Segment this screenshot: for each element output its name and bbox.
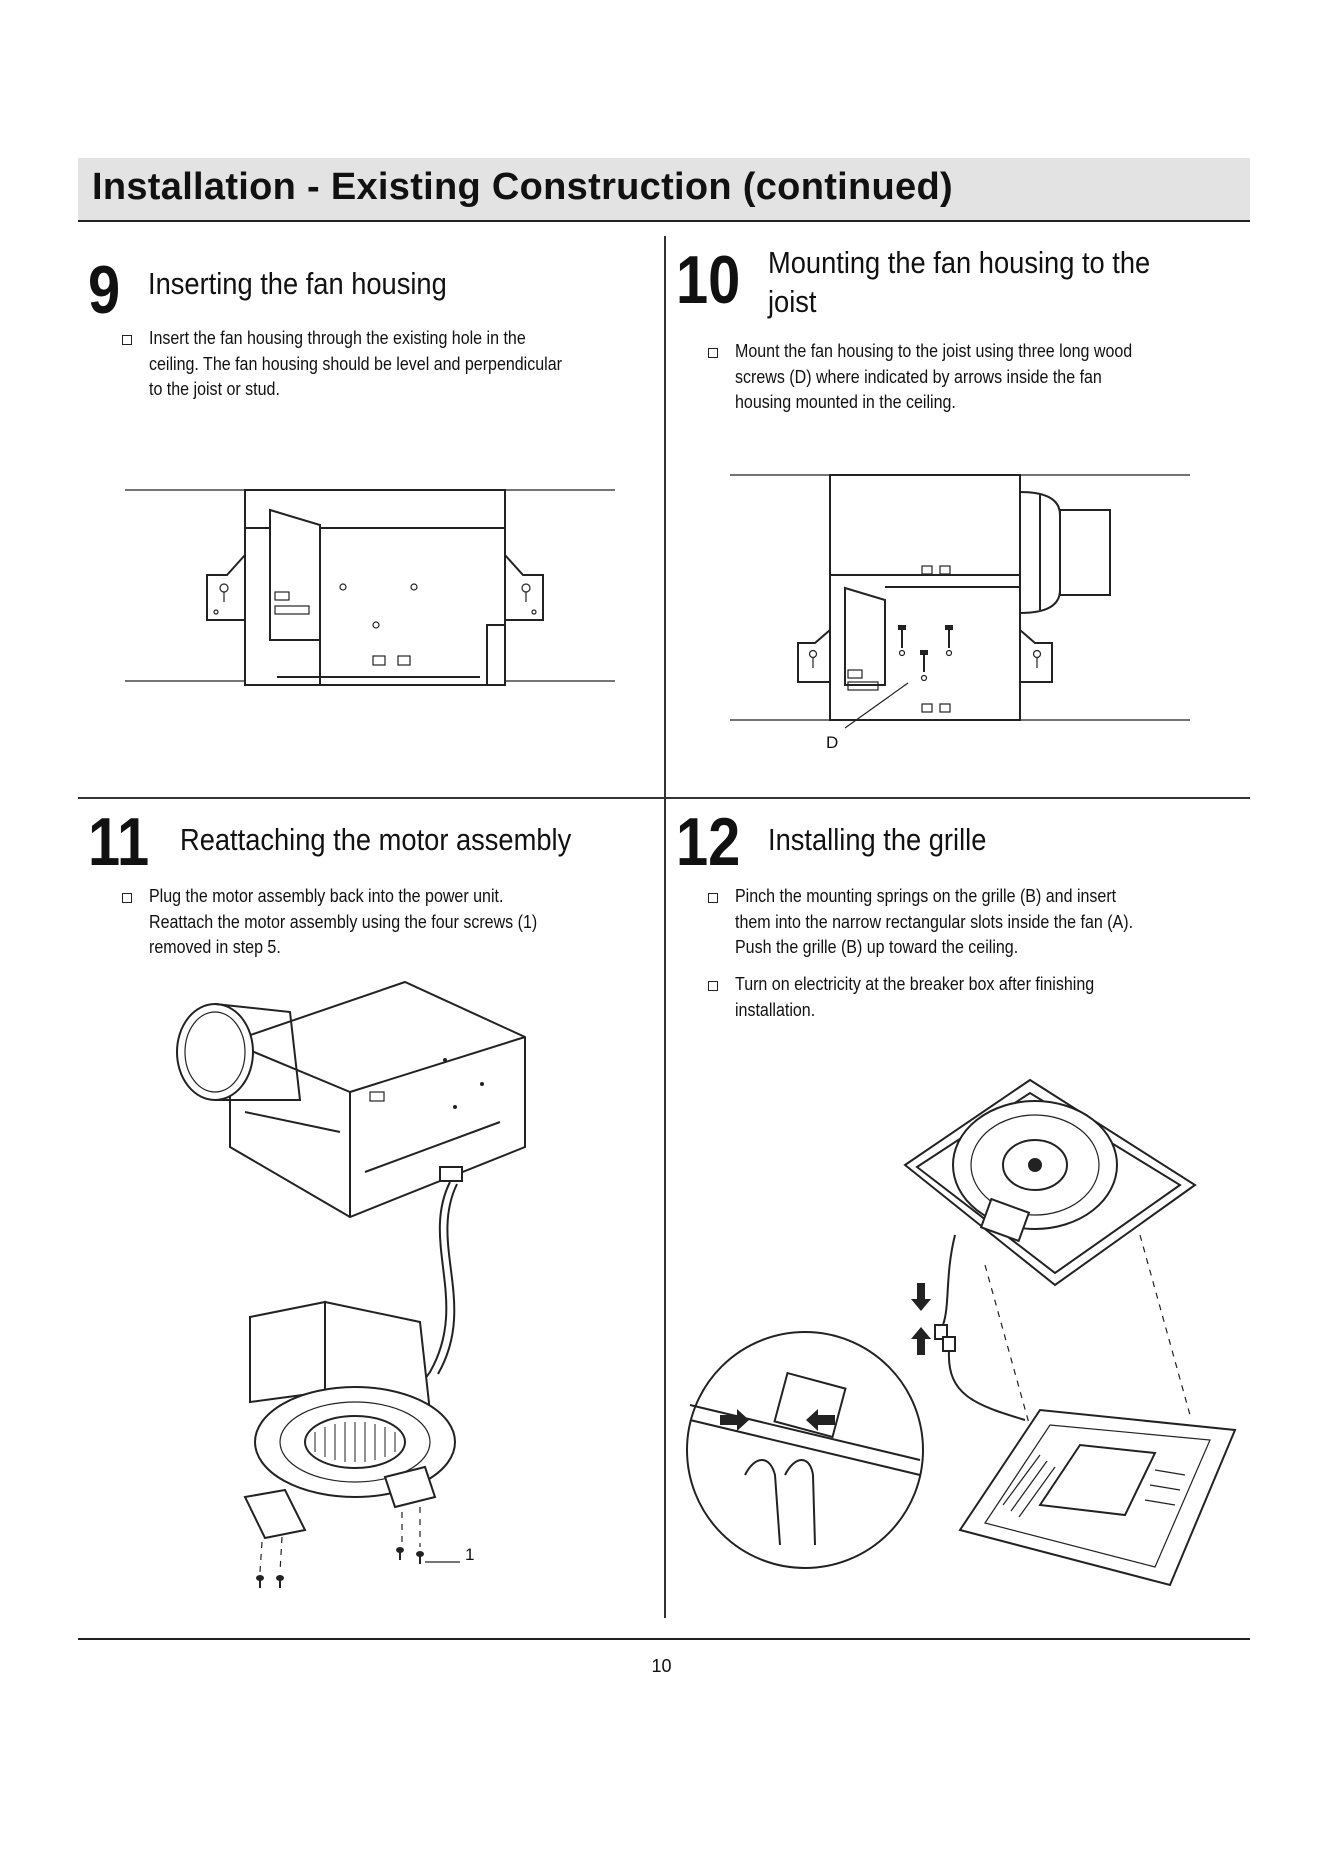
bullet-line: Reattach the motor assembly using the fo… (149, 911, 538, 932)
checkbox-icon (122, 335, 132, 345)
bullet-line: Mount the fan housing to the joist using… (735, 341, 1133, 361)
section-header: Installation - Existing Construction (co… (78, 158, 1250, 222)
arrow-up-icon (911, 1327, 931, 1355)
step-11-number: 11 (88, 804, 150, 880)
fan-housing-in-ceiling-illustration (125, 489, 615, 686)
step-10-title: Mounting the fan housing to the joist (768, 244, 1150, 322)
bullet-line: to the joist or stud. (149, 379, 280, 399)
step-9-number: 9 (88, 252, 121, 328)
checkbox-icon (708, 348, 718, 358)
checkbox-icon (122, 893, 132, 903)
grille-install-illustration (686, 1078, 1237, 1587)
bullet-line: Plug the motor assembly back into the po… (149, 886, 504, 906)
fan-housing-screwed-to-joist-illustration: D (730, 474, 1190, 752)
bullet-line: housing mounted in the ceiling. (735, 392, 956, 412)
motor-assembly-reattach-illustration: 1 (176, 980, 526, 1588)
step-11-title: Reattaching the motor assembly (180, 822, 572, 857)
screw-icon (920, 650, 928, 672)
screw-icon (276, 1575, 284, 1588)
label-1: 1 (465, 1545, 474, 1564)
screw-icon (945, 625, 953, 648)
column-divider (664, 236, 666, 1618)
step-12-number: 12 (676, 804, 741, 880)
bullet-line: Insert the fan housing through the exist… (149, 328, 526, 348)
label-d: D (826, 733, 838, 752)
bullet-line: Turn on electricity at the breaker box a… (735, 974, 1095, 994)
bullet-line: ceiling. The fan housing should be level… (149, 353, 562, 374)
bullet-line: screws (D) where indicated by arrows ins… (735, 366, 1102, 387)
screw-icon (416, 1551, 424, 1564)
checkbox-icon (708, 893, 718, 903)
screw-icon (256, 1575, 264, 1588)
bullet-line: Push the grille (B) up toward the ceilin… (735, 937, 1019, 957)
title-line: Mounting the fan housing to the (768, 245, 1151, 280)
arrow-left-icon (806, 1409, 835, 1431)
bullet-line: removed in step 5. (149, 937, 281, 957)
row-divider (78, 797, 1250, 799)
checkbox-icon (708, 981, 718, 991)
bullet-line: installation. (735, 999, 816, 1020)
step-9-title: Inserting the fan housing (148, 266, 447, 301)
step-10-number: 10 (676, 242, 741, 318)
page-number: 10 (651, 1656, 672, 1676)
footer-rule (78, 1638, 1250, 1640)
arrow-right-icon (720, 1409, 749, 1431)
arrow-down-icon (911, 1283, 931, 1311)
bullet-line: Pinch the mounting springs on the grille… (735, 886, 1117, 906)
page-title: Installation - Existing Construction (co… (92, 166, 953, 208)
step-12-title: Installing the grille (768, 822, 987, 857)
title-line: joist (768, 283, 817, 319)
screw-icon (396, 1547, 404, 1560)
bullet-line: them into the narrow rectangular slots i… (735, 911, 1134, 932)
screw-icon (898, 625, 906, 648)
